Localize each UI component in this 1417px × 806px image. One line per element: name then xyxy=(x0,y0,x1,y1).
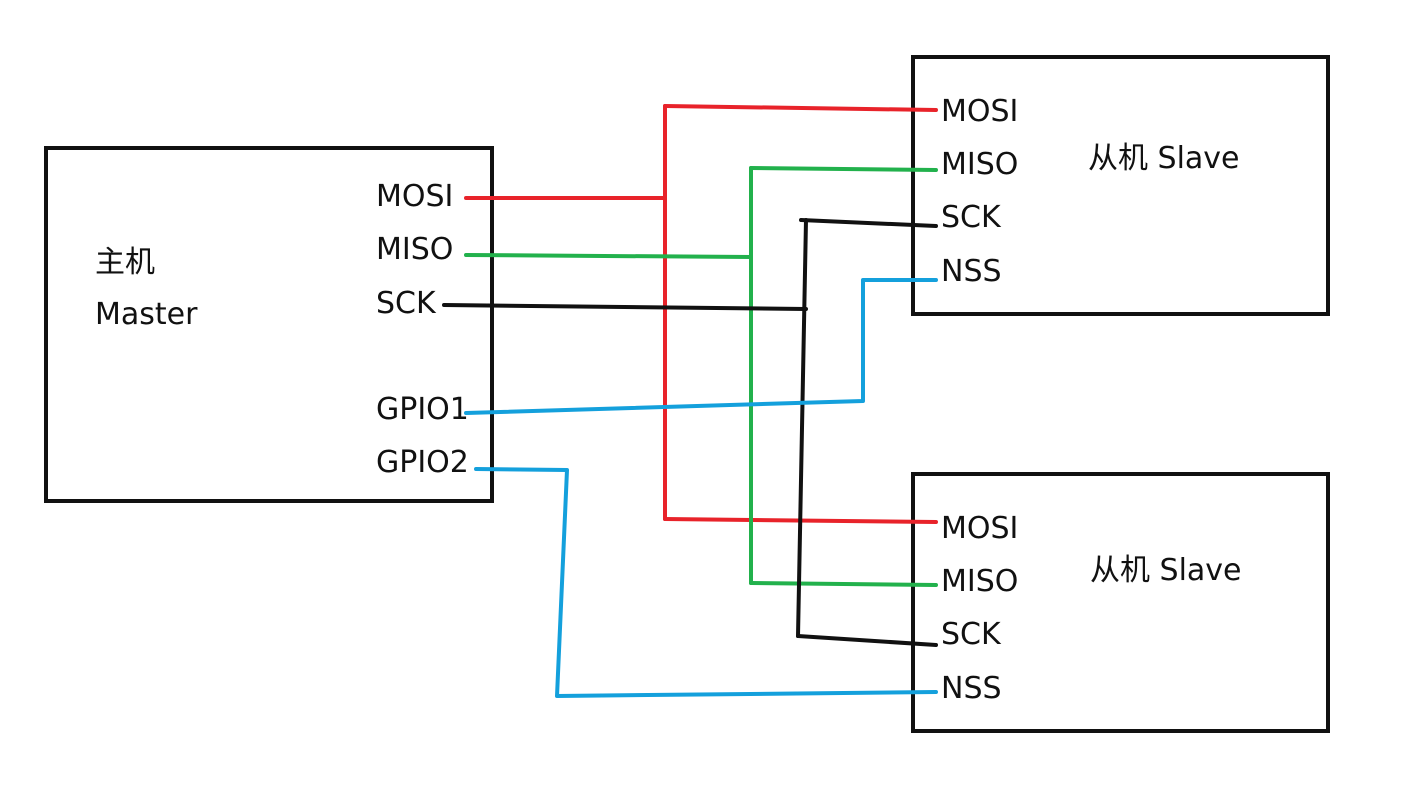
slave2-pin-sck: SCK xyxy=(941,617,1002,652)
slave2-box xyxy=(911,472,1330,733)
slave1-pin-mosi: MOSI xyxy=(941,94,1018,129)
slave2-pin-mosi: MOSI xyxy=(941,511,1018,546)
slave2-pin-nss: NSS xyxy=(941,671,1002,706)
mosi-bus xyxy=(464,104,938,524)
slave2-title: 从机 Slave xyxy=(1090,553,1242,588)
master-pin-gpio1: GPIO1 xyxy=(376,392,469,427)
sck-bus xyxy=(442,218,938,647)
miso-wire-slave1 xyxy=(749,166,938,172)
master-title-en: Master xyxy=(95,297,198,332)
master-pin-miso: MISO xyxy=(376,232,453,267)
slave1-box xyxy=(911,55,1330,316)
slave1-pin-sck: SCK xyxy=(941,200,1002,235)
slave1-title: 从机 Slave xyxy=(1088,141,1240,176)
sck-wire-slave2 xyxy=(796,634,938,647)
slave1-pin-miso: MISO xyxy=(941,147,1018,182)
gpio2-to-slave2-nss xyxy=(474,467,938,698)
master-box xyxy=(44,146,494,503)
master-title-cn: 主机 xyxy=(95,245,155,280)
slave2-pin-miso: MISO xyxy=(941,564,1018,599)
miso-wire-master xyxy=(464,253,753,259)
sck-wire-slave1 xyxy=(799,218,938,228)
master-pin-sck: SCK xyxy=(376,286,437,321)
slave1-pin-nss: NSS xyxy=(941,254,1002,289)
gpio1-to-slave1-nss xyxy=(464,278,938,415)
miso-bus xyxy=(464,166,938,587)
nss-lines xyxy=(464,278,938,698)
master-pin-mosi: MOSI xyxy=(376,179,453,214)
sck-wire-master xyxy=(442,303,808,311)
master-pin-gpio2: GPIO2 xyxy=(376,445,469,480)
miso-wire-slave2 xyxy=(749,581,938,587)
mosi-wire-slave1 xyxy=(663,104,938,112)
sck-trunk xyxy=(796,218,808,638)
